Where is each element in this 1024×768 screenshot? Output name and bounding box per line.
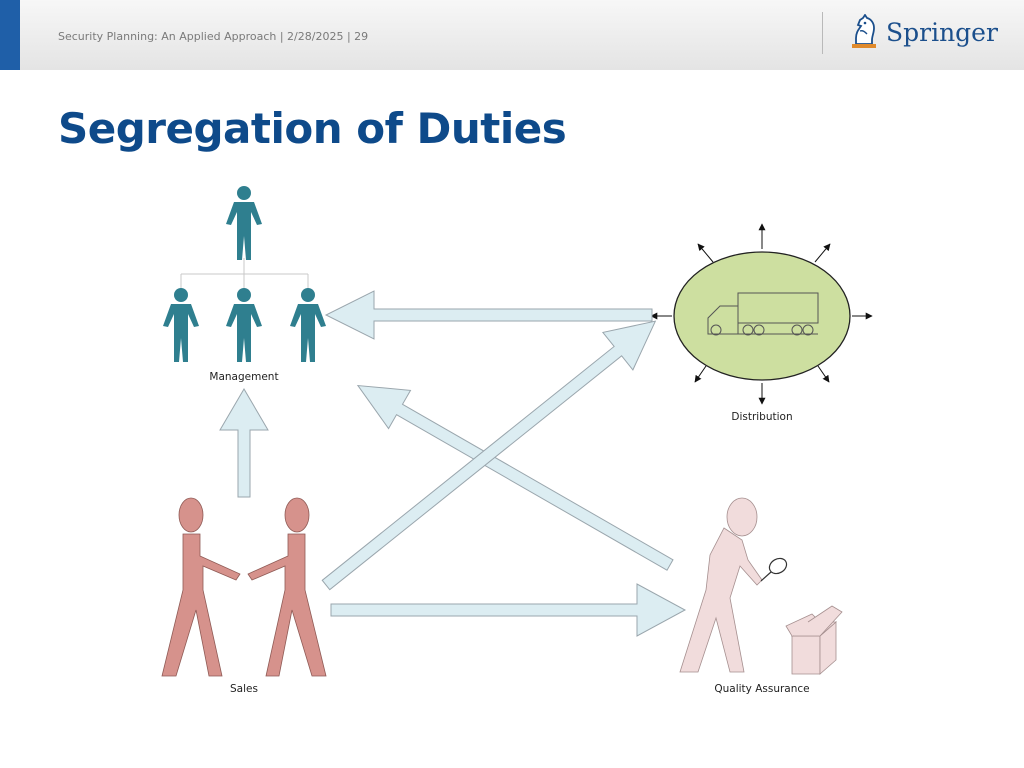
- knight-chess-piece-icon: [852, 14, 876, 48]
- slide-title: Segregation of Duties: [58, 104, 567, 153]
- sales-to-management-arrow: [219, 388, 269, 498]
- distribution-to-management-arrow: [324, 290, 653, 340]
- handshake-people-icon: [161, 497, 327, 677]
- springer-logo: Springer: [850, 14, 998, 54]
- distribution-node: Distribution: [650, 223, 873, 423]
- quality-assurance-label: Quality Assurance: [714, 683, 809, 695]
- inspector-person-icon: [679, 497, 763, 673]
- header-accent-bar: [0, 0, 20, 70]
- manager-person-icon: [226, 186, 262, 260]
- distribution-radiating-arrows: [650, 223, 873, 405]
- slide-footer-text: Security Planning: An Applied Approach |…: [58, 30, 369, 43]
- flow-arrows: [219, 290, 687, 637]
- open-box-icon: [785, 605, 843, 675]
- magnifier-icon: [760, 557, 788, 582]
- quality-assurance-node: Quality Assurance: [679, 497, 843, 695]
- staff-person-icon: [163, 288, 199, 362]
- distribution-ellipse: [673, 251, 851, 381]
- logo-divider: [822, 12, 823, 54]
- slide-header: Security Planning: An Applied Approach |…: [0, 0, 1024, 70]
- staff-person-icon: [226, 288, 262, 362]
- sales-node: Sales: [161, 497, 327, 695]
- sales-label: Sales: [230, 683, 258, 695]
- management-label: Management: [209, 371, 278, 383]
- logo-text: Springer: [886, 18, 998, 47]
- sales-to-distribution-arrow: [321, 320, 657, 591]
- delivery-truck-icon: [707, 292, 819, 336]
- sales-to-quality-assurance-arrow: [330, 583, 687, 637]
- qa-to-management-arrow: [356, 384, 674, 571]
- org-connector-lines: [180, 258, 309, 290]
- management-node: Management: [163, 186, 326, 383]
- staff-person-icon: [290, 288, 326, 362]
- distribution-label: Distribution: [731, 411, 792, 423]
